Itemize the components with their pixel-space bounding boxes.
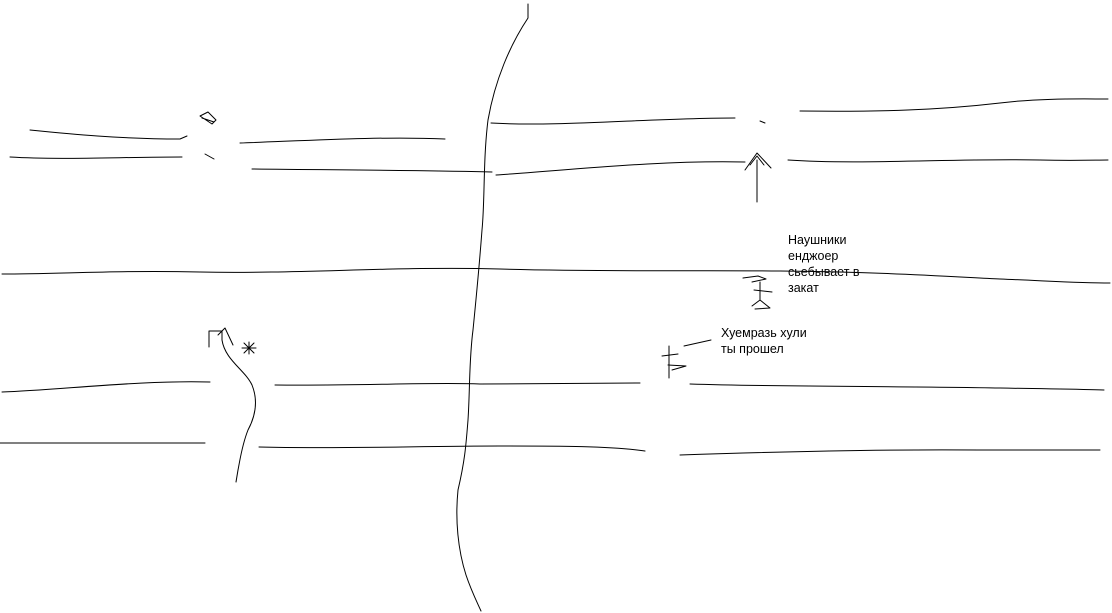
vertical-crossing-line	[456, 3, 529, 612]
insult-annotation: Хуемразь хули ты прошел	[721, 326, 807, 356]
bottom-left-arrow-head	[217, 327, 234, 346]
headphones-annotation: Наушники енджоер сьебывает в закат	[788, 233, 860, 295]
road-top-lower-edge-right1	[495, 161, 746, 176]
top-right-dot	[759, 120, 766, 124]
road-bottom-upper-edge-right	[689, 383, 1105, 391]
middle-line	[1, 267, 1111, 284]
headphones-figure-icon	[742, 275, 773, 310]
top-left-small-dash	[204, 153, 215, 160]
road-top-lower-edge-left	[9, 156, 183, 159]
insult-pointer-line	[683, 339, 712, 347]
insult-figure-icon	[661, 345, 687, 379]
road-top-lower-edge-mid	[251, 168, 493, 173]
top-left-small-marker	[199, 111, 217, 125]
road-bottom-upper-edge-mid	[274, 382, 641, 386]
road-top-upper-edge-right2	[799, 98, 1109, 112]
bottom-left-star-icon	[241, 341, 257, 355]
up-arrow-icon	[744, 152, 772, 203]
road-top-lower-edge-right2	[787, 159, 1109, 163]
road-bottom-lower-edge-mid	[258, 445, 646, 452]
road-top-upper-edge-right1	[490, 117, 736, 125]
road-top-upper-edge-mid	[239, 137, 446, 144]
bottom-left-curvy-path	[208, 330, 256, 483]
road-bottom-lower-edge-right	[679, 449, 1101, 456]
road-bottom-upper-edge-left	[1, 381, 211, 393]
road-top-upper-edge-left	[29, 129, 188, 140]
